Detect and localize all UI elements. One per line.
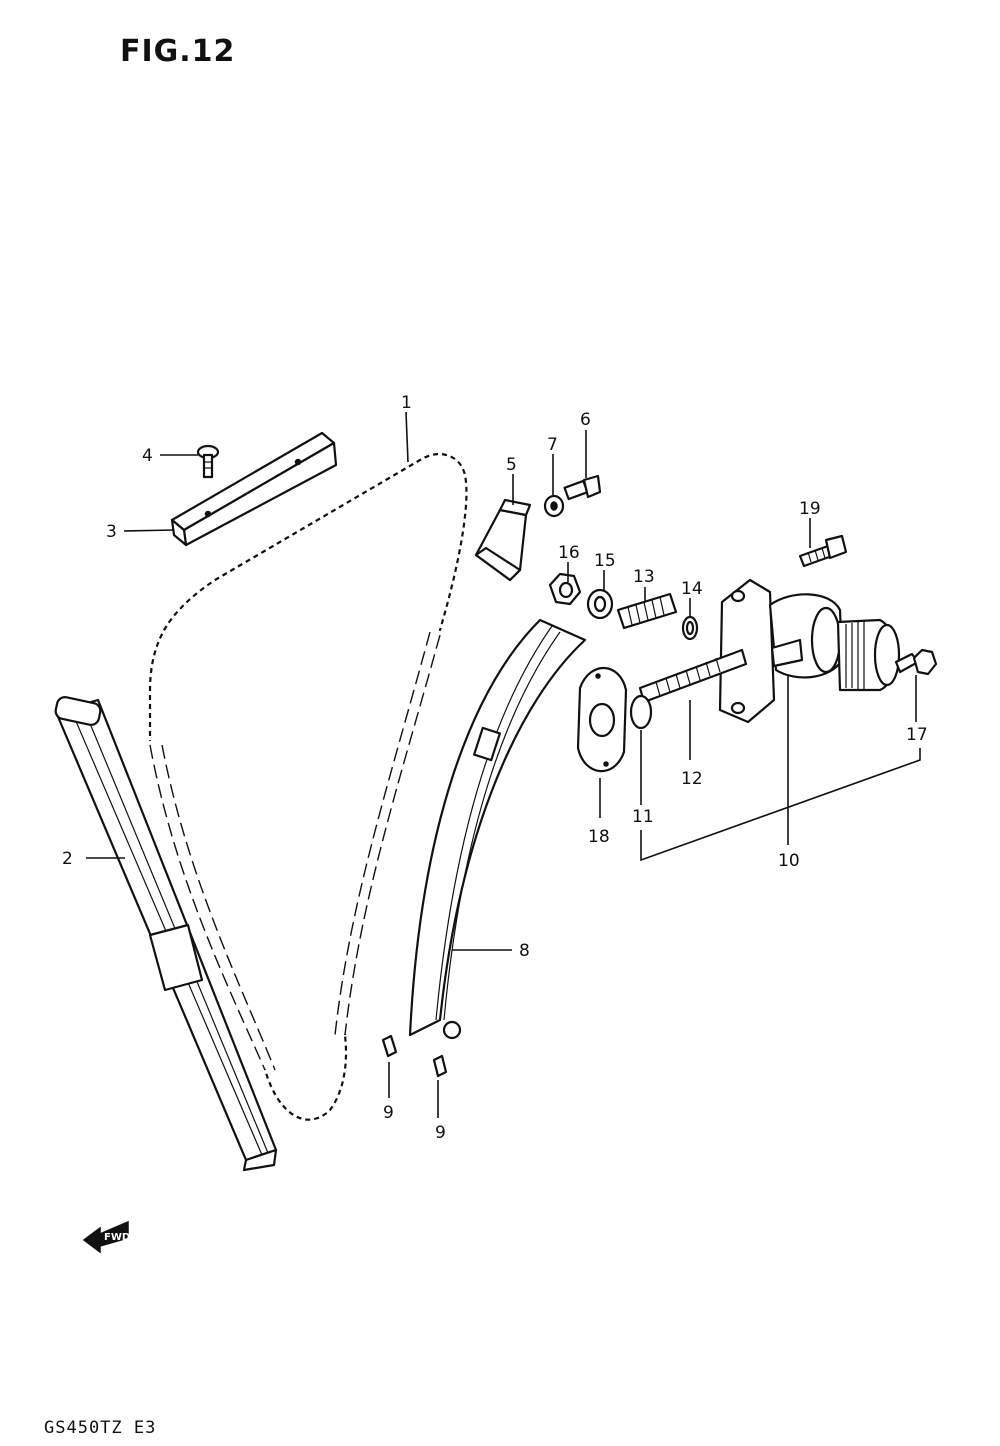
part-screw-guide bbox=[196, 444, 220, 479]
part-bolt-6 bbox=[563, 474, 602, 501]
figure-title: FIG.12 bbox=[120, 34, 236, 69]
callout-17: 17 bbox=[906, 725, 928, 745]
part-cam-chain bbox=[148, 452, 468, 1121]
callout-12: 12 bbox=[681, 769, 703, 789]
leader-lines bbox=[86, 411, 921, 1118]
part-gasket-18 bbox=[576, 666, 628, 773]
part-pin-9b bbox=[432, 1054, 448, 1078]
callout-7: 7 bbox=[547, 435, 558, 455]
model-code: GS450TZ E3 bbox=[44, 1418, 157, 1438]
callout-9b: 9 bbox=[435, 1123, 446, 1143]
part-washer-7 bbox=[543, 494, 565, 518]
callout-11: 11 bbox=[632, 807, 654, 827]
callout-18: 18 bbox=[588, 827, 610, 847]
forward-arrow-icon: FWD bbox=[82, 1220, 130, 1254]
part-nut-16 bbox=[548, 572, 582, 606]
callout-14: 14 bbox=[681, 579, 703, 599]
callout-19: 19 bbox=[799, 499, 821, 519]
part-spring-13 bbox=[616, 592, 678, 630]
part-washer-15 bbox=[586, 588, 614, 620]
part-bolt-17 bbox=[912, 648, 938, 676]
callout-10: 10 bbox=[778, 851, 800, 871]
part-tensioner-assembly bbox=[718, 578, 920, 724]
part-pin-9a bbox=[381, 1034, 398, 1058]
callout-labels: 1 2 3 4 5 6 7 8 9 9 10 11 12 13 14 15 16… bbox=[62, 393, 928, 1143]
fwd-label: FWD bbox=[104, 1232, 130, 1243]
callout-9a: 9 bbox=[383, 1103, 394, 1123]
part-oring-14 bbox=[681, 615, 699, 641]
callout-6: 6 bbox=[580, 410, 591, 430]
callout-13: 13 bbox=[633, 567, 655, 587]
part-rod-end-11 bbox=[629, 694, 653, 730]
callout-4: 4 bbox=[142, 446, 153, 466]
callout-2: 2 bbox=[62, 849, 73, 869]
callout-15: 15 bbox=[594, 551, 616, 571]
callout-3: 3 bbox=[106, 522, 117, 542]
callout-8: 8 bbox=[519, 941, 530, 961]
part-chain-guide-top bbox=[170, 431, 338, 547]
part-chain-cushion bbox=[474, 498, 532, 582]
callout-1: 1 bbox=[401, 393, 412, 413]
part-tensioner-guide bbox=[408, 618, 587, 1040]
callout-16: 16 bbox=[558, 543, 580, 563]
part-chain-guide-rear bbox=[54, 696, 278, 1172]
callout-5: 5 bbox=[506, 455, 517, 475]
part-bolt-19 bbox=[798, 534, 848, 568]
